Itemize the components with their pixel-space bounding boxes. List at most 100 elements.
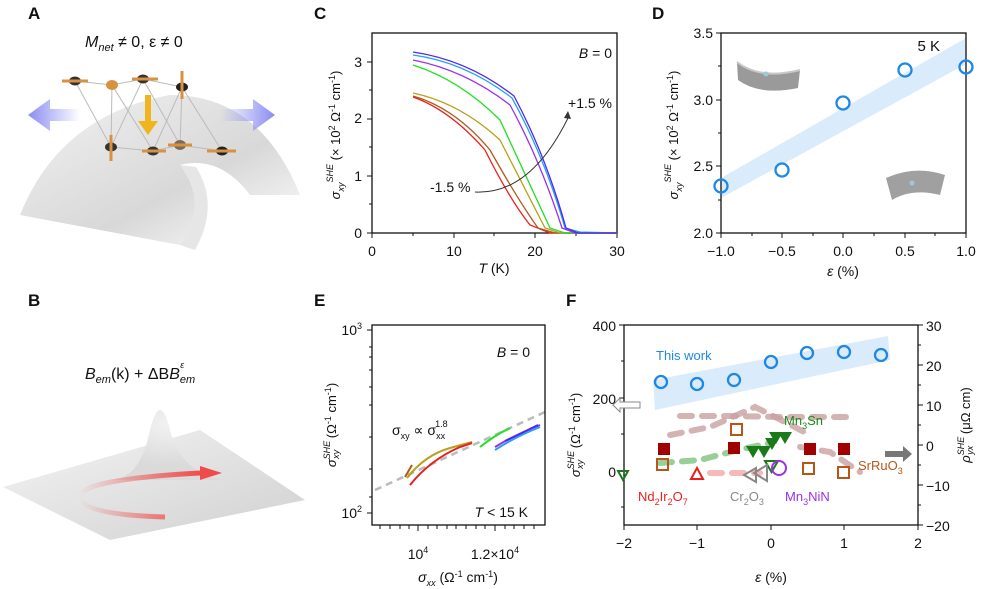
spin-atoms bbox=[62, 71, 236, 161]
chart-f-labels: This work Mn3Sn SrRuO3 Nd2Ir2O7 Cr2O3 Mn… bbox=[638, 348, 903, 507]
svg-text:20: 20 bbox=[527, 243, 543, 259]
svg-text:σxySHE (× 102 Ω-1 cm-1): σxySHE (× 102 Ω-1 cm-1) bbox=[325, 71, 346, 200]
svg-text:σxy ∝ σxx1.8: σxy ∝ σxx1.8 bbox=[392, 419, 448, 441]
panel-label-d: D bbox=[652, 4, 665, 23]
gaussian-peak bbox=[110, 410, 225, 480]
bent-substrate-concave-icon bbox=[736, 61, 801, 91]
svg-text:30: 30 bbox=[926, 318, 942, 334]
chart-e-curves bbox=[404, 424, 541, 486]
svg-text:−2: −2 bbox=[616, 535, 632, 551]
svg-text:0: 0 bbox=[368, 243, 376, 259]
svg-text:T (K): T (K) bbox=[478, 260, 509, 276]
cr2o3-points bbox=[742, 463, 768, 484]
svg-text:1.2×104: 1.2×104 bbox=[471, 545, 519, 562]
svg-text:σxx (Ω-1 cm-1): σxx (Ω-1 cm-1) bbox=[418, 569, 498, 588]
svg-text:0.0: 0.0 bbox=[833, 243, 853, 259]
red-arrow-head-icon bbox=[200, 466, 222, 480]
panel-label-c: C bbox=[314, 4, 327, 23]
svg-text:200: 200 bbox=[593, 391, 617, 407]
panel-label-e: E bbox=[314, 291, 326, 310]
right-strain-arrow-icon bbox=[220, 99, 275, 131]
chart-e-axes: 103 102 104 1.2×104 σxx (Ω-1 cm-1) σSHEx… bbox=[322, 321, 546, 588]
svg-text:0: 0 bbox=[926, 438, 934, 454]
chart-f-dashed-guides bbox=[657, 403, 863, 476]
svg-text:5 K: 5 K bbox=[917, 38, 940, 55]
caption-em2: em bbox=[179, 374, 196, 387]
caption-k: (k) + ΔB bbox=[110, 366, 170, 383]
svg-text:1: 1 bbox=[354, 168, 362, 184]
svg-text:2: 2 bbox=[354, 110, 362, 126]
srruo3-filled-points bbox=[658, 442, 850, 455]
bent-substrate-convex-icon bbox=[886, 170, 945, 200]
this-work-points bbox=[653, 344, 889, 392]
svg-text:ε (%): ε (%) bbox=[827, 263, 859, 279]
trend-arrow-head-icon bbox=[564, 111, 571, 119]
surface-plane bbox=[3, 430, 305, 540]
svg-text:2: 2 bbox=[914, 535, 922, 551]
caption-m: M bbox=[85, 34, 99, 51]
berry-curvature-path bbox=[76, 470, 201, 520]
svg-text:0: 0 bbox=[354, 225, 362, 241]
svg-text:Mn3Sn: Mn3Sn bbox=[784, 413, 823, 431]
svg-text:This work: This work bbox=[656, 348, 712, 363]
panel-label-b: B bbox=[28, 291, 41, 310]
svg-text:+1.5 %: +1.5 % bbox=[568, 95, 612, 111]
svg-text:3: 3 bbox=[354, 54, 362, 70]
svg-text:2.0: 2.0 bbox=[694, 225, 714, 241]
caption-sub: net bbox=[98, 42, 114, 55]
svg-text:0: 0 bbox=[767, 535, 775, 551]
svg-text:3.5: 3.5 bbox=[694, 25, 714, 41]
caption-sup: ε bbox=[180, 360, 185, 370]
chart-c-curves bbox=[412, 51, 618, 234]
svg-text:B = 0: B = 0 bbox=[579, 45, 612, 61]
svg-text:Cr2O3: Cr2O3 bbox=[730, 489, 764, 507]
svg-text:Nd2Ir2O7: Nd2Ir2O7 bbox=[638, 489, 688, 507]
svg-text:T < 15 K: T < 15 K bbox=[475, 504, 529, 520]
svg-text:0.5: 0.5 bbox=[895, 243, 915, 259]
curved-sheet bbox=[20, 95, 300, 245]
svg-text:−0.5: −0.5 bbox=[768, 243, 796, 259]
net-moment-arrow-icon bbox=[138, 95, 158, 135]
svg-text:1.0: 1.0 bbox=[956, 243, 976, 259]
trend-band bbox=[653, 336, 890, 410]
caption-em: em bbox=[95, 374, 111, 387]
svg-text:−20: −20 bbox=[926, 518, 950, 534]
right-axis-arrow-icon bbox=[885, 446, 912, 462]
chart-e: 103 102 104 1.2×104 σxx (Ω-1 cm-1) σSHEx… bbox=[322, 321, 546, 588]
svg-text:Mn3NiN: Mn3NiN bbox=[785, 489, 830, 507]
left-strain-arrow-icon bbox=[28, 99, 80, 131]
svg-text:SrRuO3: SrRuO3 bbox=[858, 458, 903, 476]
svg-text:10: 10 bbox=[446, 243, 462, 259]
svg-text:σSHExy (Ω-1 cm-1): σSHExy (Ω-1 cm-1) bbox=[566, 393, 585, 477]
svg-text:ε (%): ε (%) bbox=[755, 569, 787, 585]
svg-text:ρSHEyx (μΩ cm): ρSHEyx (μΩ cm) bbox=[956, 387, 975, 463]
svg-text:−1: −1 bbox=[689, 535, 705, 551]
svg-text:0: 0 bbox=[608, 464, 616, 480]
svg-text:20: 20 bbox=[926, 358, 942, 374]
panel-a-illustration bbox=[20, 71, 300, 250]
svg-text:2.5: 2.5 bbox=[694, 158, 714, 174]
mn3nin-point bbox=[771, 460, 787, 476]
svg-text:1: 1 bbox=[840, 535, 848, 551]
trend-band bbox=[721, 38, 966, 198]
svg-text:3.0: 3.0 bbox=[694, 92, 714, 108]
svg-text:B = 0: B = 0 bbox=[497, 344, 530, 360]
svg-text:104: 104 bbox=[408, 545, 429, 562]
svg-text:σxySHE (× 102 Ω-1 cm-1): σxySHE (× 102 Ω-1 cm-1) bbox=[663, 71, 684, 200]
panel-label-f: F bbox=[566, 291, 577, 310]
chart-d-points bbox=[713, 59, 974, 194]
svg-text:−1.0: −1.0 bbox=[707, 243, 735, 259]
caption-rest: ≠ 0, ε ≠ 0 bbox=[113, 34, 183, 51]
svg-text:-1.5 %: -1.5 % bbox=[430, 179, 470, 195]
mn3sn-filled-points bbox=[746, 432, 792, 458]
panel-a-caption: Mnet ≠ 0, ε ≠ 0 bbox=[85, 34, 183, 54]
panel-label-a: A bbox=[28, 4, 41, 23]
trend-arrow bbox=[474, 117, 569, 193]
